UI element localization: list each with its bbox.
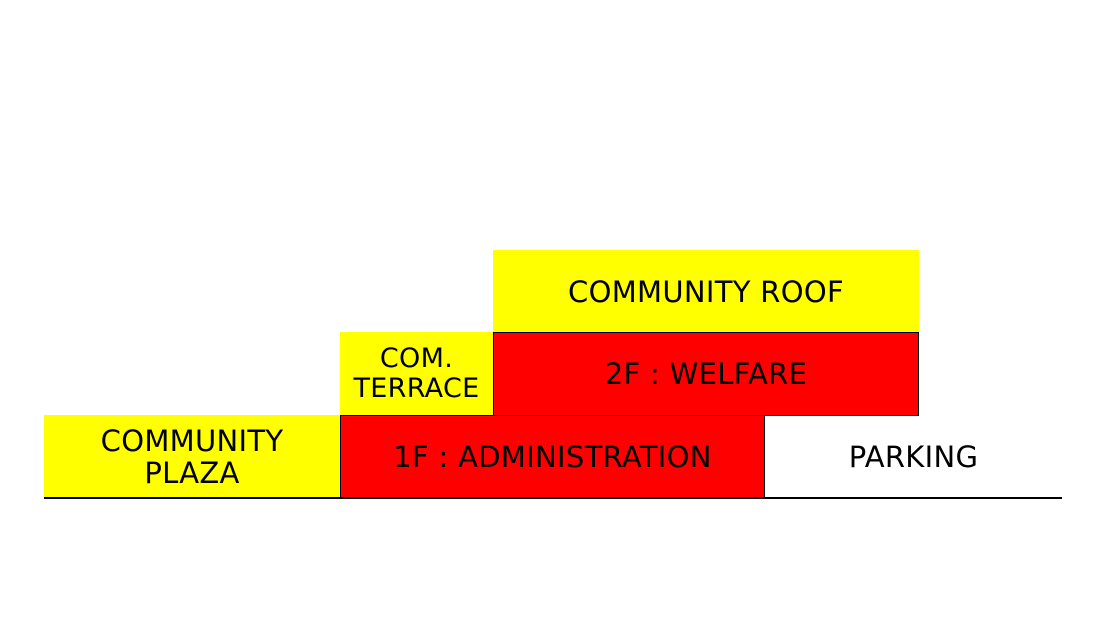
community-terrace-label-line-2: TERRACE (353, 373, 480, 404)
community-terrace-label-line-1: COM. (379, 342, 454, 374)
community-roof-block: COMMUNITY ROOF (493, 250, 919, 334)
parking-block: PARKING (765, 415, 1062, 499)
parking-label: PARKING (848, 439, 979, 474)
community-plaza-block: COMMUNITY PLAZA (44, 415, 340, 499)
ground-line (44, 497, 1062, 499)
community-plaza-label: COMMUNITY PLAZA (100, 423, 284, 490)
second-floor-label: 2F : WELFARE (604, 356, 808, 391)
second-floor-welfare-block: 2F : WELFARE (493, 332, 919, 416)
community-roof-label: COMMUNITY ROOF (568, 274, 844, 309)
first-floor-administration-block: 1F : ADMINISTRATION (340, 415, 765, 499)
community-terrace-label: COM. TERRACE (353, 342, 480, 404)
community-terrace-block: COM. TERRACE (340, 332, 493, 416)
community-plaza-label-line-1: COMMUNITY (100, 423, 284, 458)
community-plaza-label-line-2: PLAZA (144, 456, 240, 490)
first-floor-label: 1F : ADMINISTRATION (393, 439, 712, 474)
